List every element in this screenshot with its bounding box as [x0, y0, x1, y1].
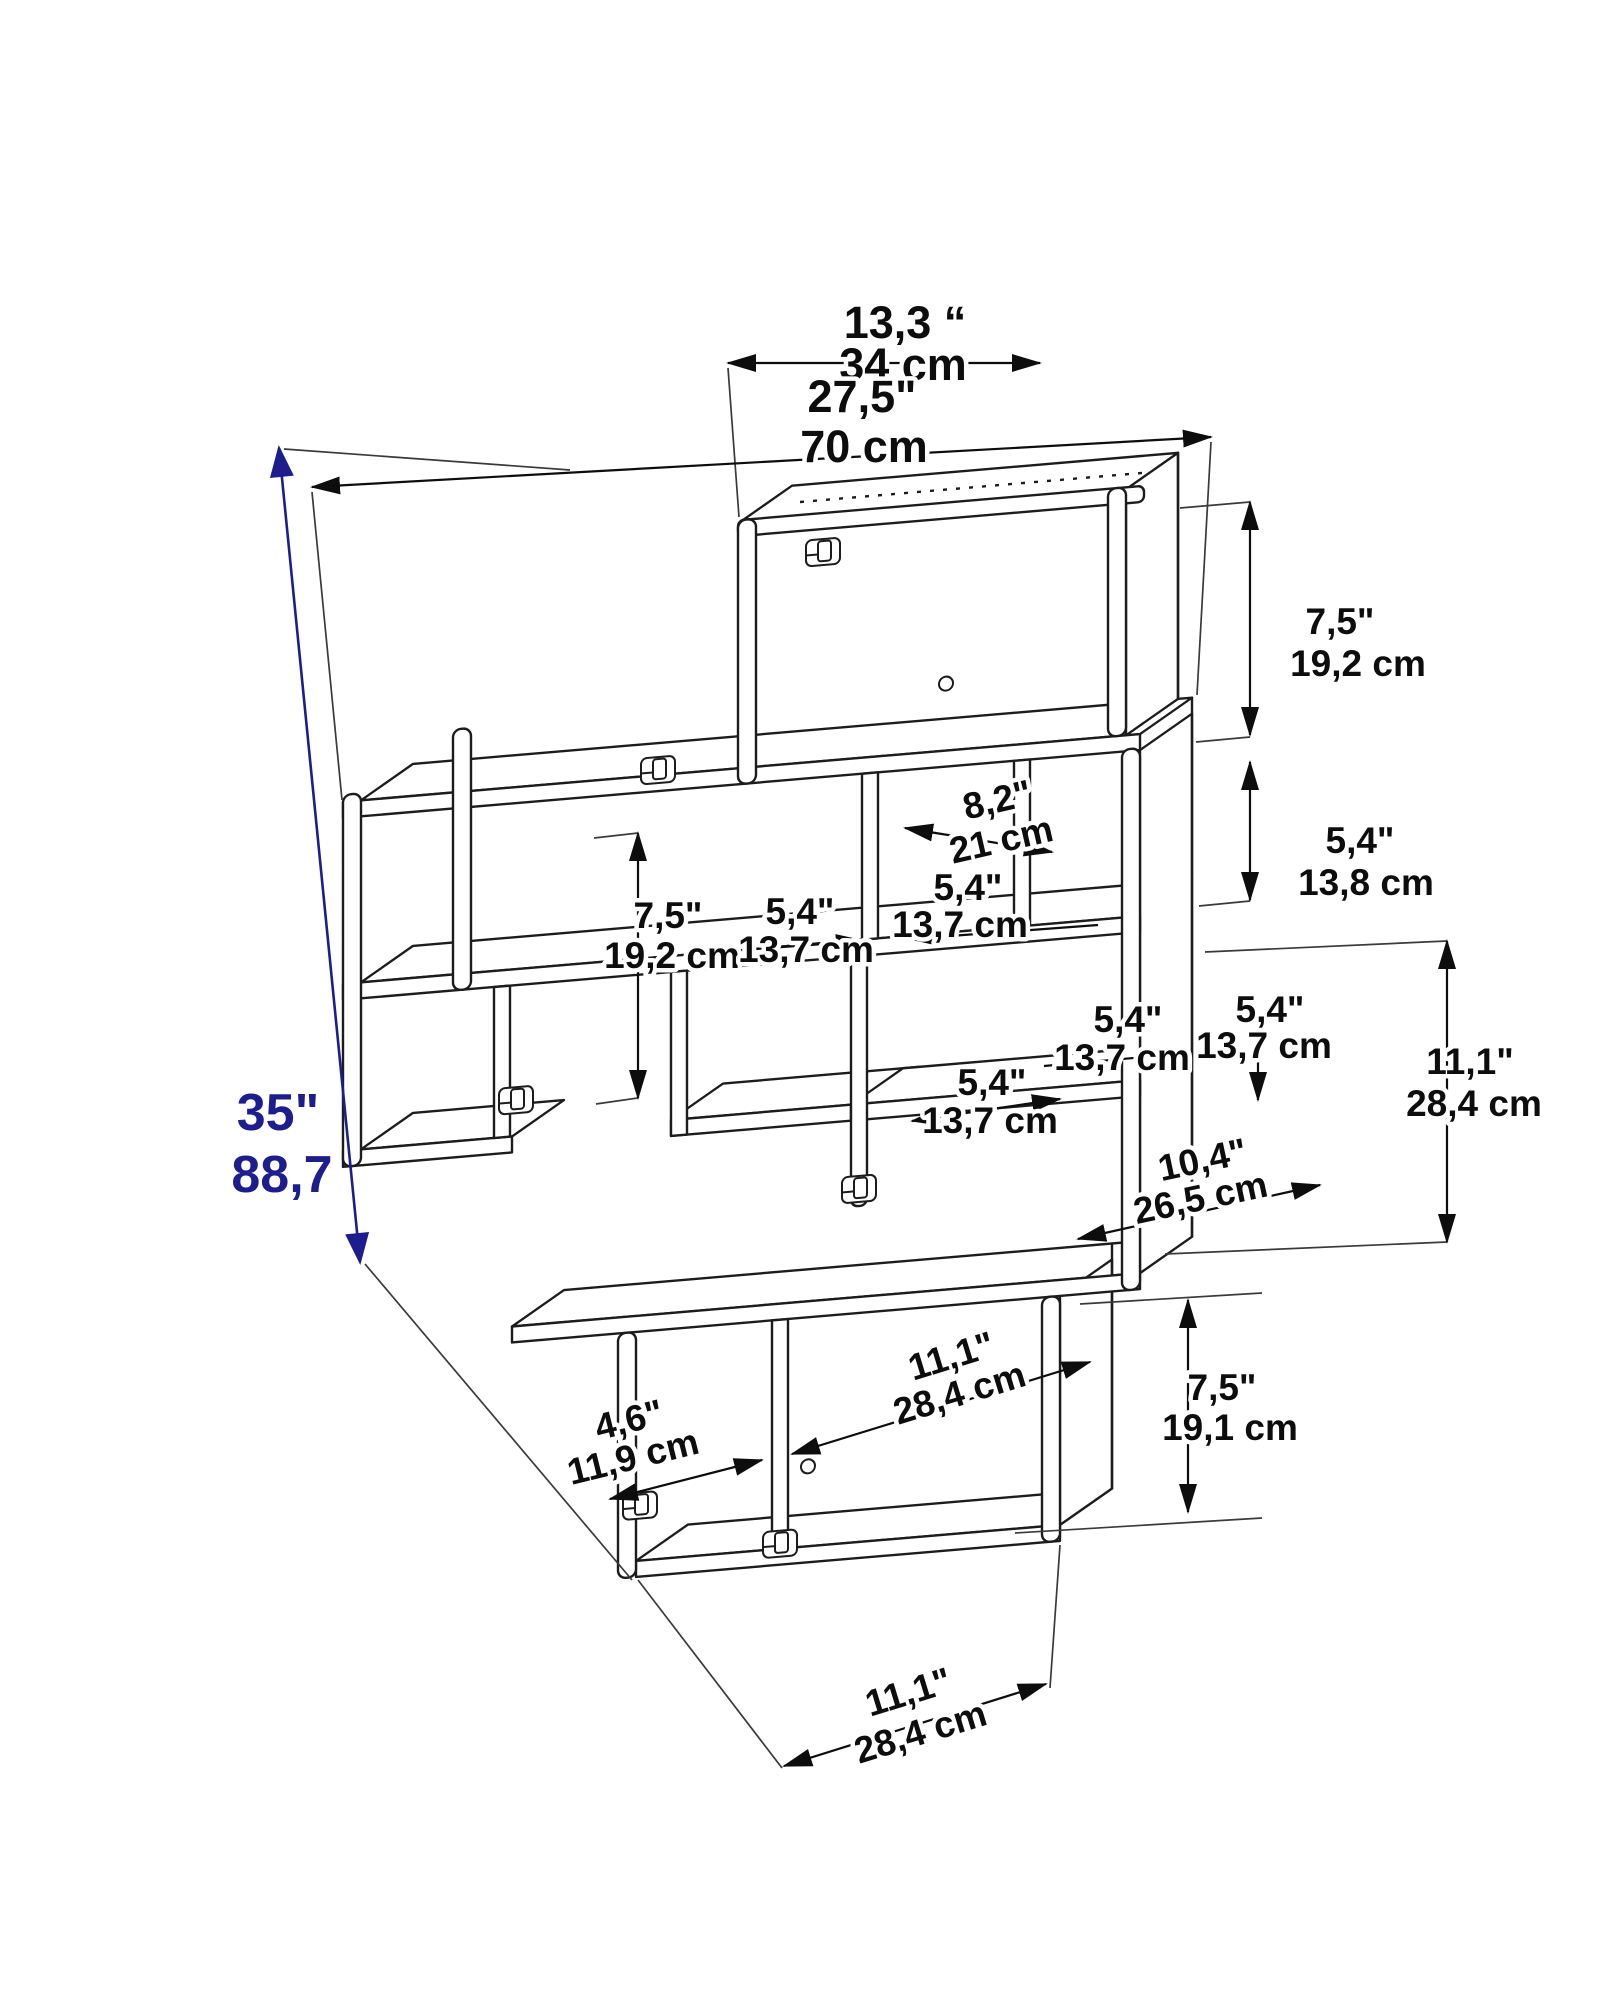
screw-hole [938, 675, 954, 692]
dim-tier1-height: 7,5" 19,2 cm [1179, 500, 1430, 743]
dim-label: 7,5" [1306, 601, 1375, 642]
dim-label: 13,7 cm [738, 929, 874, 970]
suspended-divider-left [669, 969, 689, 1138]
bottom-right-panel [1040, 1295, 1062, 1543]
dim-label: 13,7 cm [922, 1100, 1058, 1141]
bottom-divider [770, 1317, 790, 1551]
dim-label: 5,4" [1094, 999, 1163, 1040]
dim-row2-cubby1: 5,4" 13,7 cm [734, 887, 879, 975]
mount-clip [805, 537, 841, 568]
right-tall-panel [1120, 747, 1142, 1292]
dim-top-width: 13,3 “ 34 cm [726, 293, 1042, 518]
dim-label: 11,1" [1426, 1041, 1514, 1082]
dim-label: 19,1 cm [1162, 1407, 1298, 1448]
dim-label: 27,5" [808, 371, 917, 422]
dim-upper-right-cubby: 8,2" 21 cm [903, 768, 1061, 876]
dim-label: 5,4" [1236, 989, 1305, 1030]
suspended-divider-right [849, 954, 869, 1208]
dim-row2-cubby2: 5,4" 13,7 cm [888, 863, 1099, 950]
mount-clip [841, 1174, 877, 1204]
dim-label: 7,5" [1188, 1367, 1257, 1408]
dim-row3-height: 11,1" 28,4 cm [1164, 939, 1546, 1255]
tier1-right-panel [1106, 486, 1128, 738]
dim-label: 70 cm [800, 421, 928, 472]
dim-label: 7,5" [634, 895, 703, 936]
dim-label: 13,7 cm [892, 904, 1028, 945]
dim-suspended-cubby: 5,4" 13,7 cm [910, 1058, 1062, 1146]
dim-label: 5,4" [1326, 820, 1395, 861]
dim-label: 19,2 cm [1290, 643, 1426, 684]
dim-row4-cubby-width: 11,1" 28,4 cm [637, 1544, 1061, 1776]
tier1-left-panel [736, 518, 758, 785]
screw-hole [800, 1458, 816, 1475]
dim-label: 5,4" [958, 1062, 1027, 1103]
mount-clip [498, 1085, 534, 1116]
dim-label: 13,7 cm [1054, 1037, 1190, 1078]
tier2-left-panel [451, 727, 473, 992]
dim-label: 13,3 “ [844, 297, 967, 348]
dim-overall-width: 27,5" 70 cm [310, 367, 1213, 801]
mount-clip [762, 1528, 798, 1559]
dim-right-shelf-gap: 5,4" 13,8 cm [1198, 760, 1438, 908]
dim-row3-right-shelf-height: 5,4" 13,7 cm [1192, 985, 1336, 1102]
row2-divider-1 [860, 771, 880, 941]
left-wing-divider [492, 984, 512, 1140]
dim-label: 28,4 cm [1406, 1083, 1542, 1124]
dim-overall-height: 35" 88,7 [226, 445, 633, 1581]
dim-row3-right-shelf-width: 5,4" 13,7 cm [1043, 995, 1194, 1083]
dim-label-overall-height-in: 35" [237, 1084, 320, 1142]
dim-label: 13,8 cm [1298, 862, 1434, 903]
dim-row3-middle-cubby: 11,1" 28,4 cm [790, 1319, 1092, 1456]
bottom-right-side [1058, 1258, 1114, 1527]
shelf-unit [341, 451, 1194, 1580]
dim-row4-left-cubby: 4,6" 11,9 cm [559, 1387, 764, 1501]
dim-label: 5,4" [934, 867, 1003, 908]
dim-label-overall-height-cm: 88,7 [231, 1146, 332, 1204]
dim-left-cubby-height: 7,5" 19,2 cm [593, 831, 744, 1105]
dim-label: 13,7 cm [1196, 1025, 1332, 1066]
dim-row3-right-cubby: 10,4" 26,5 cm [1076, 1126, 1322, 1242]
dim-row4-height: 7,5" 19,1 cm [1014, 1292, 1302, 1534]
dim-label: 34 cm [839, 339, 967, 390]
dim-label: 5,4" [766, 891, 835, 932]
mount-clip [640, 755, 676, 786]
dim-label: 19,2 cm [604, 935, 740, 976]
